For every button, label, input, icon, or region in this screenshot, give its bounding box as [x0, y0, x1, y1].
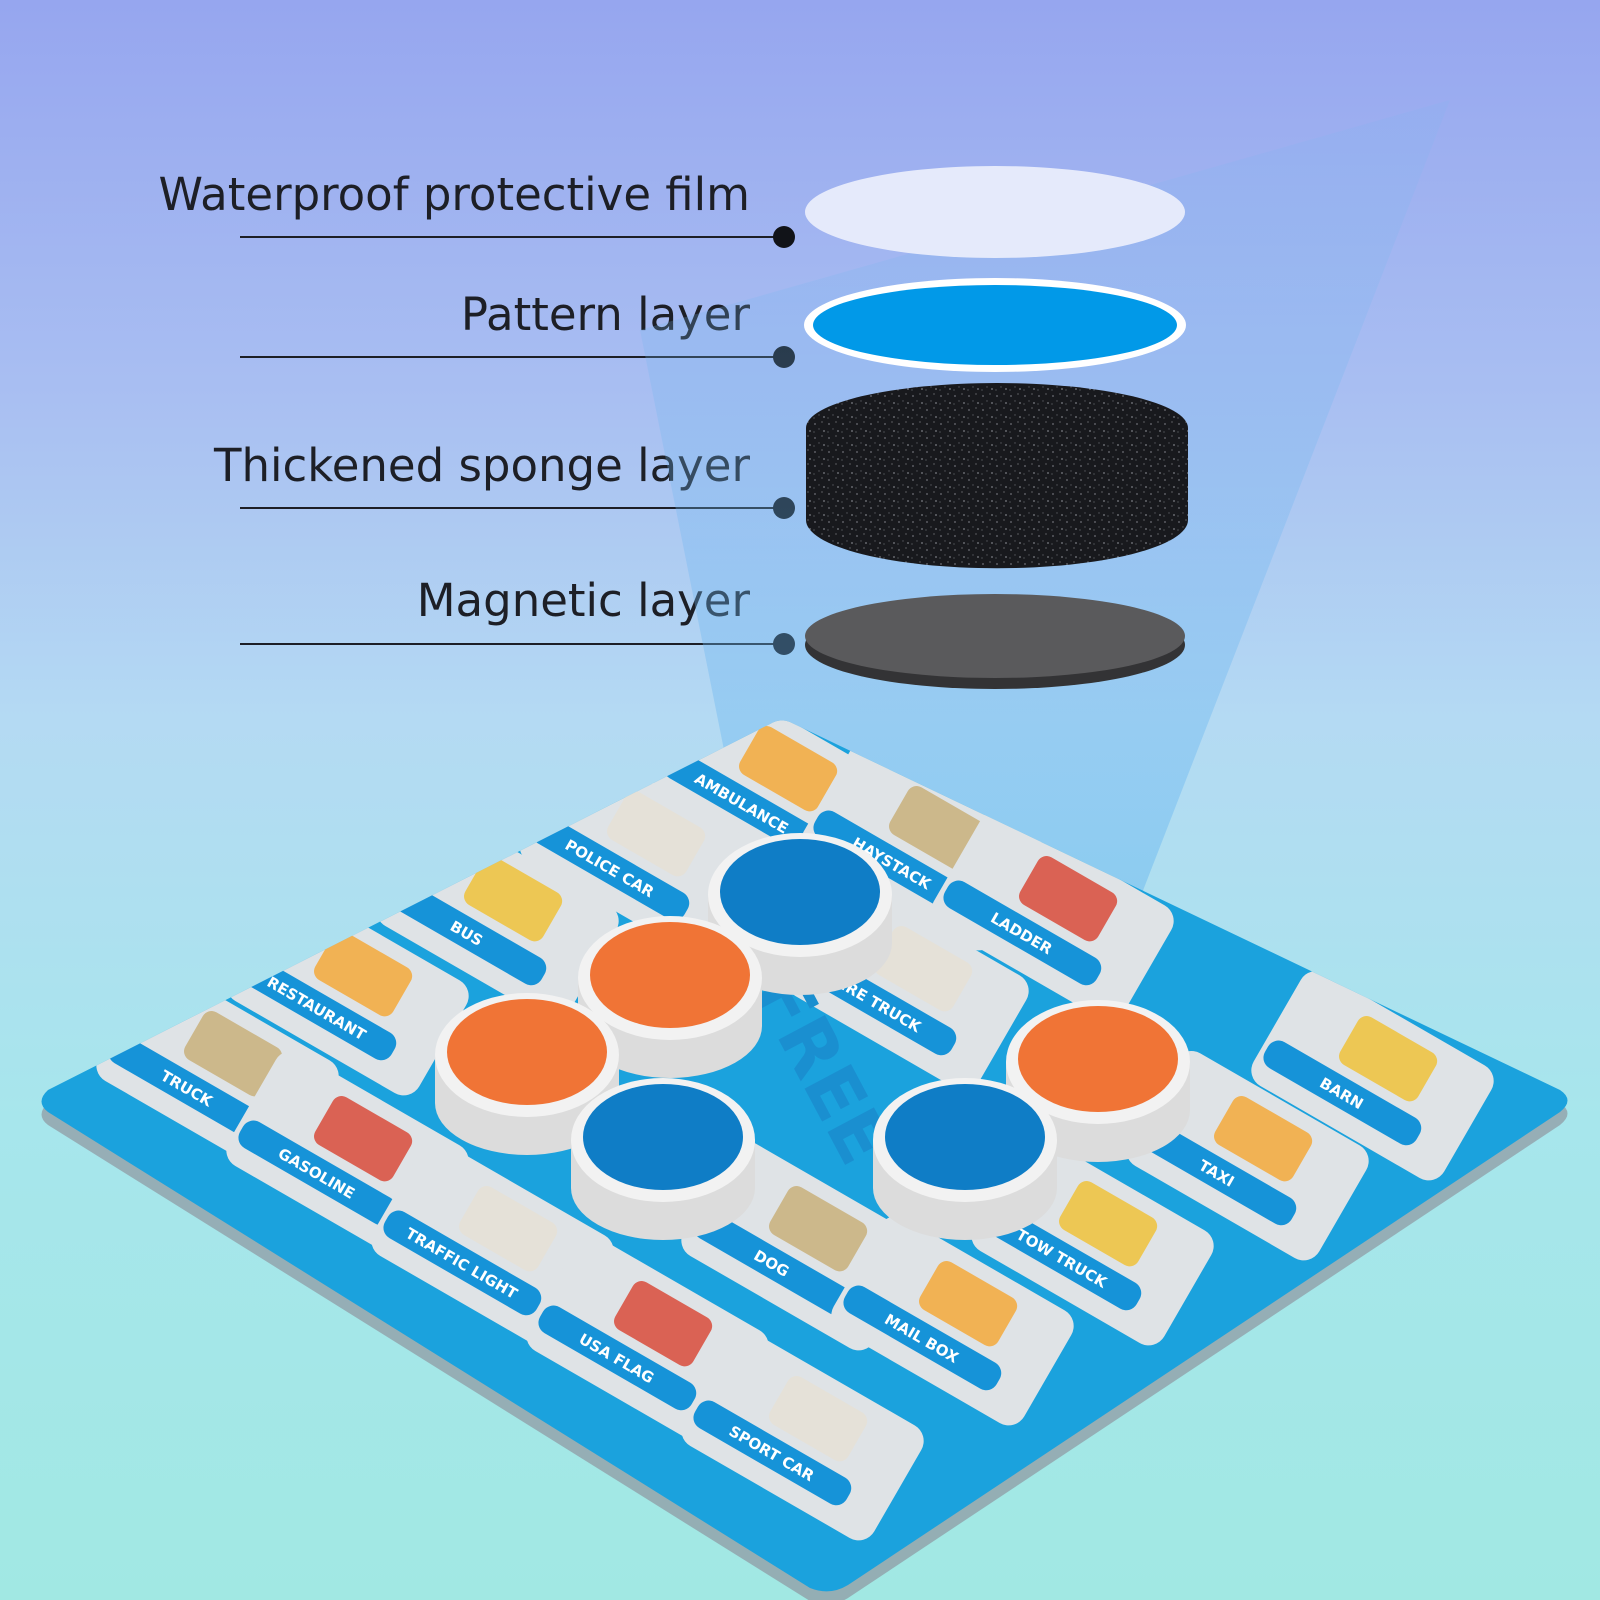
board-tile: SPORT CAR: [681, 1330, 924, 1541]
tile-illustration: [314, 931, 413, 1017]
layer-label-film: Waterproof protective film: [158, 168, 750, 221]
leader-line-magnetic: [240, 643, 784, 645]
tile-label-bar: [383, 1210, 542, 1316]
tile-illustration: [1059, 1181, 1158, 1267]
magnetic-layer-disc: [805, 594, 1185, 678]
tile-illustration: [459, 1186, 558, 1272]
tile-label-bar: [538, 1305, 697, 1411]
tile-label-bar: [693, 1210, 852, 1316]
tile-illustration: [607, 791, 706, 877]
board-tile: LADDER: [931, 810, 1174, 1021]
board-tile: MAIL BOX: [831, 1215, 1074, 1426]
tile-illustration: [919, 1261, 1018, 1347]
chip-face: [1018, 1006, 1178, 1112]
tile-illustration: [1019, 856, 1118, 942]
tile-label-bar: [238, 955, 397, 1061]
tile-illustration: [614, 1281, 713, 1367]
tile-label-bar: [693, 1400, 852, 1506]
blue-chip: [571, 1078, 755, 1240]
pattern-layer-disc: [813, 285, 1177, 365]
chip-face: [590, 922, 750, 1028]
tile-label-bar: [813, 810, 972, 916]
tile-illustration: [1339, 1016, 1438, 1102]
leader-line-sponge: [240, 507, 784, 509]
chip-face: [583, 1084, 743, 1190]
tile-label-bar: [943, 880, 1102, 986]
tile-illustration: [889, 786, 988, 872]
tile-illustration: [769, 1186, 868, 1272]
tile-label-bar: [1138, 1120, 1297, 1226]
tile-illustration: [314, 1096, 413, 1182]
tile-label-bar: [843, 1285, 1002, 1391]
leader-line-film: [240, 236, 784, 238]
tile-label-bar: [983, 1205, 1142, 1311]
chip-face: [720, 839, 880, 945]
blue-chip: [873, 1078, 1057, 1240]
tile-illustration: [874, 926, 973, 1012]
layer-label-sponge: Thickened sponge layer: [214, 439, 750, 492]
tile-illustration: [464, 856, 563, 942]
chip-face: [885, 1084, 1045, 1190]
orange-chip: [578, 916, 762, 1078]
film-layer-disc: [805, 166, 1185, 258]
tile-label-bar: [238, 1120, 397, 1226]
tile-label-bar: [388, 880, 547, 986]
tile-label-bar: [531, 815, 690, 921]
tile-label-bar: [1263, 1040, 1422, 1146]
sponge-layer-top: [806, 383, 1188, 473]
tile-label-bar: [108, 1035, 267, 1141]
tile-label-bar: [663, 750, 822, 856]
leader-line-pattern: [240, 356, 784, 358]
tile-illustration: [1214, 1096, 1313, 1182]
tile-illustration: [769, 1376, 868, 1462]
tile-illustration: [739, 726, 838, 812]
board-tile: BARN: [1251, 970, 1494, 1181]
game-chips: [435, 833, 1190, 1240]
chip-face: [447, 999, 607, 1105]
leader-dot-film: [773, 226, 795, 248]
tile-illustration: [184, 1011, 283, 1097]
